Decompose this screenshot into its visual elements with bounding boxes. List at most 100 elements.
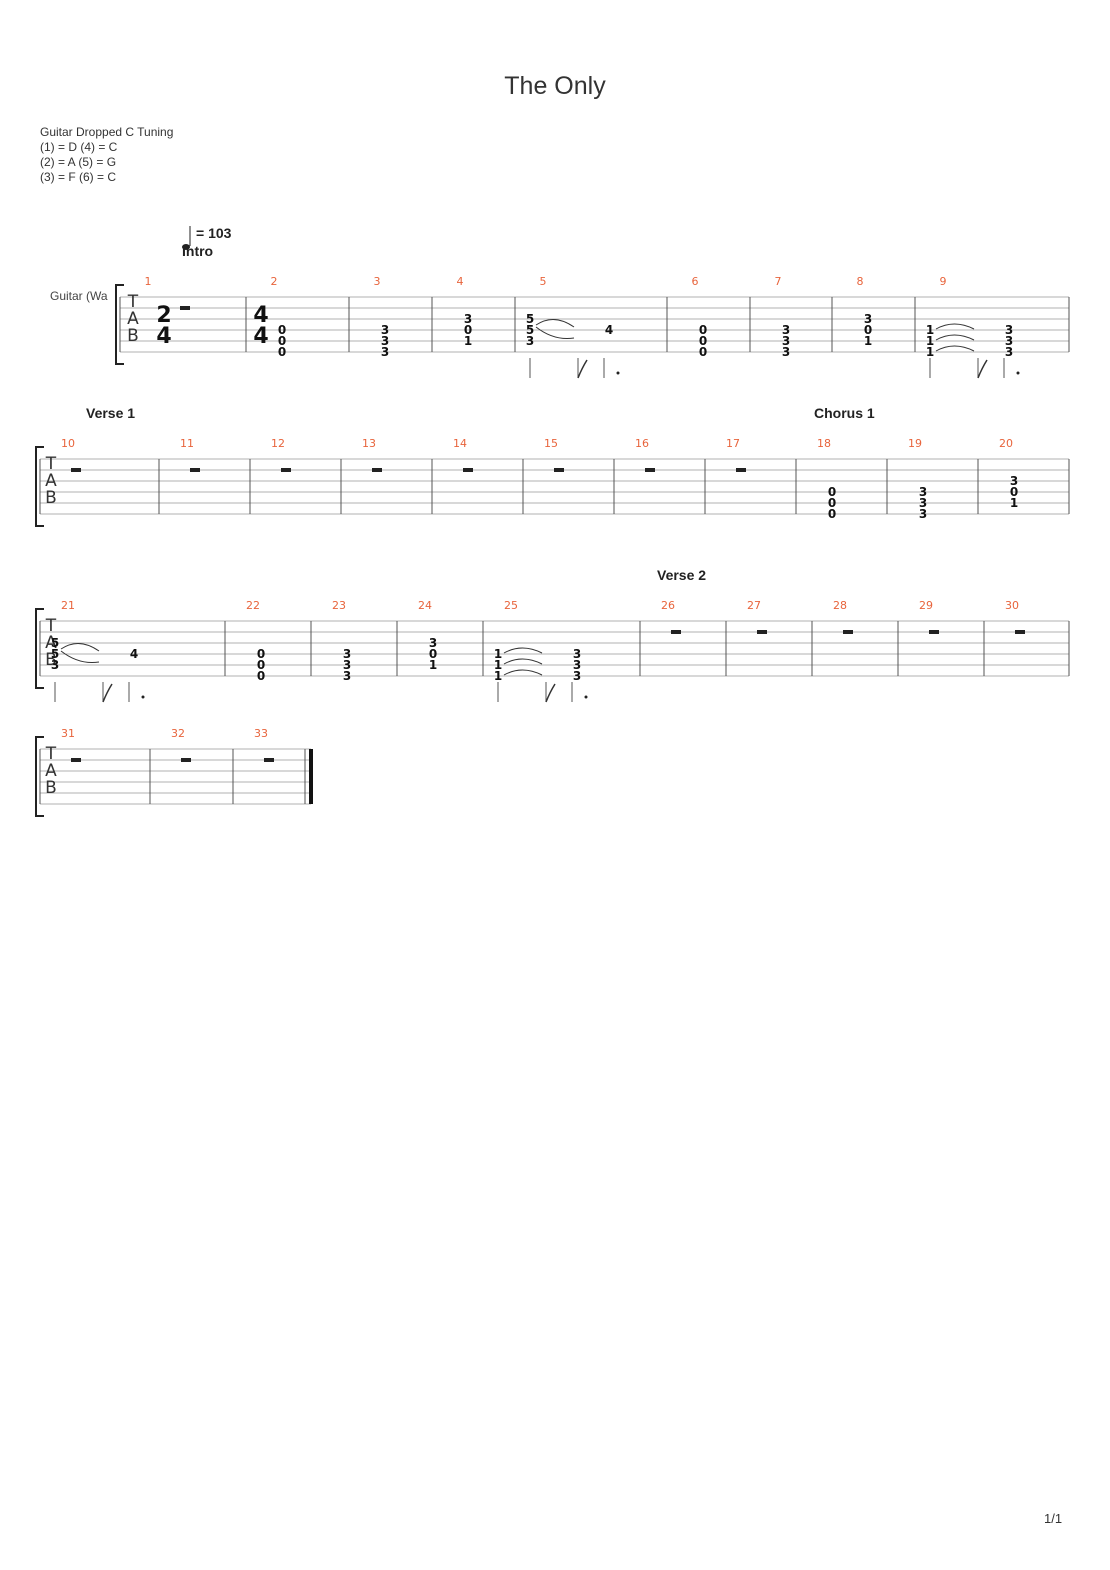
measure-number: 11	[180, 437, 194, 450]
tab-clef-letter: A	[45, 471, 57, 491]
quarter-note-head-icon	[182, 244, 190, 250]
fret-number: 0	[699, 323, 707, 337]
tuning-name: Guitar Dropped C Tuning	[40, 125, 174, 139]
fret-number: 3	[782, 345, 790, 359]
measure-number: 19	[908, 437, 922, 450]
fret-number: 0	[464, 323, 472, 337]
fret-number: 0	[828, 485, 836, 499]
page-number: 1/1	[1044, 1511, 1063, 1526]
measure-number: 31	[61, 727, 75, 740]
track-name: Guitar (Wa	[50, 289, 108, 303]
tab-clef-letter: B	[45, 488, 57, 508]
fret-number: 1	[864, 334, 872, 348]
fret-number: 0	[864, 323, 872, 337]
tab-clef-letter: T	[45, 454, 57, 474]
fret-number: 0	[429, 647, 437, 661]
measure-number: 20	[999, 437, 1013, 450]
tab-clef-letter: T	[45, 744, 57, 764]
measure-number: 23	[332, 599, 346, 612]
fret-number: 1	[1010, 496, 1018, 510]
fret-number: 4	[605, 323, 613, 337]
fret-number: 1	[926, 345, 934, 359]
dotted-note-dot	[1016, 371, 1020, 375]
dotted-note-dot	[141, 695, 145, 699]
fret-number: 1	[494, 658, 502, 672]
section-marker-verse-2: Verse 2	[657, 567, 707, 583]
fret-number: 5	[51, 636, 59, 650]
tab-clef-letter: A	[45, 633, 57, 653]
measure-number: 10	[61, 437, 75, 450]
fret-number: 5	[51, 647, 59, 661]
tie	[503, 647, 543, 654]
fret-number: 3	[381, 334, 389, 348]
fret-number: 3	[1005, 323, 1013, 337]
fret-number: 5	[526, 312, 534, 326]
half-rest	[281, 468, 291, 472]
tie	[60, 643, 100, 652]
fret-number: 3	[919, 507, 927, 521]
measure-number: 22	[246, 599, 260, 612]
tuning-line: (1) = D (4) = C	[40, 140, 118, 154]
fret-number: 1	[926, 323, 934, 337]
fret-number: 0	[278, 334, 286, 348]
fret-number: 3	[381, 345, 389, 359]
fret-number: 4	[130, 647, 138, 661]
fret-number: 1	[464, 334, 472, 348]
tempo-marking: = 103	[196, 225, 232, 241]
tie	[60, 650, 100, 663]
measure-number: 7	[775, 275, 782, 288]
fret-number: 0	[257, 647, 265, 661]
half-rest	[736, 468, 746, 472]
measure-number: 4	[457, 275, 464, 288]
measure-number: 16	[635, 437, 649, 450]
half-rest	[372, 468, 382, 472]
tie	[935, 323, 975, 330]
measure-number: 15	[544, 437, 558, 450]
tie	[935, 334, 975, 341]
half-rest	[71, 758, 81, 762]
fret-number: 0	[257, 658, 265, 672]
eighth-flag	[102, 683, 113, 703]
fret-number: 3	[573, 658, 581, 672]
fret-number: 3	[864, 312, 872, 326]
measure-number: 24	[418, 599, 432, 612]
fret-number: 1	[429, 658, 437, 672]
measure-number: 21	[61, 599, 75, 612]
dotted-note-dot	[616, 371, 620, 375]
half-rest	[757, 630, 767, 634]
eighth-flag	[545, 683, 556, 703]
tie	[935, 345, 975, 352]
measure-number: 3	[374, 275, 381, 288]
fret-number: 1	[494, 669, 502, 683]
measure-number: 33	[254, 727, 268, 740]
eighth-flag	[577, 359, 588, 379]
measure-number: 25	[504, 599, 518, 612]
tuning-line: (2) = A (5) = G	[40, 155, 117, 169]
measure-number: 6	[692, 275, 699, 288]
measure-number: 5	[540, 275, 547, 288]
system-bracket	[35, 446, 44, 527]
fret-number: 0	[699, 345, 707, 359]
half-rest	[181, 758, 191, 762]
measure-number: 32	[171, 727, 185, 740]
measure-number: 18	[817, 437, 831, 450]
tab-clef-letter: A	[45, 761, 57, 781]
measure-number: 27	[747, 599, 761, 612]
fret-number: 3	[1005, 334, 1013, 348]
fret-number: 0	[699, 334, 707, 348]
time-signature-denominator: 4	[156, 324, 171, 349]
tab-clef-letter: B	[127, 326, 139, 346]
fret-number: 5	[526, 323, 534, 337]
section-marker-verse-1: Verse 1	[86, 405, 136, 421]
measure-number: 13	[362, 437, 376, 450]
fret-number: 3	[343, 647, 351, 661]
tie	[535, 326, 575, 339]
fret-number: 3	[573, 647, 581, 661]
half-rest	[180, 306, 190, 310]
tie	[535, 319, 575, 328]
half-rest	[554, 468, 564, 472]
tab-clef-letter: B	[45, 778, 57, 798]
measure-number: 12	[271, 437, 285, 450]
fret-number: 3	[573, 669, 581, 683]
fret-number: 3	[1005, 345, 1013, 359]
